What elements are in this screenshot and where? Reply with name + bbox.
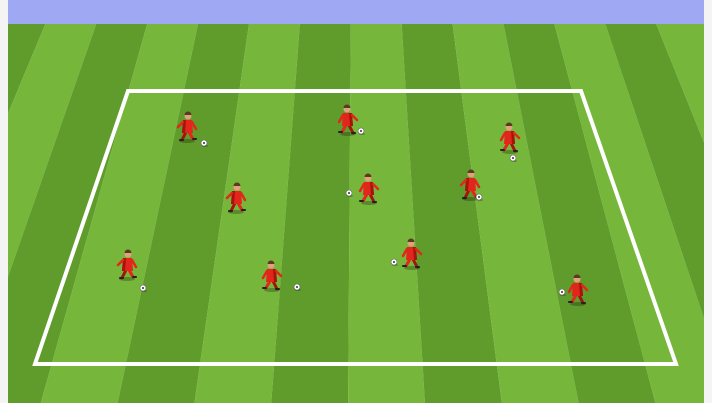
grass-stripes	[0, 24, 712, 403]
grass-stripe	[707, 24, 712, 403]
